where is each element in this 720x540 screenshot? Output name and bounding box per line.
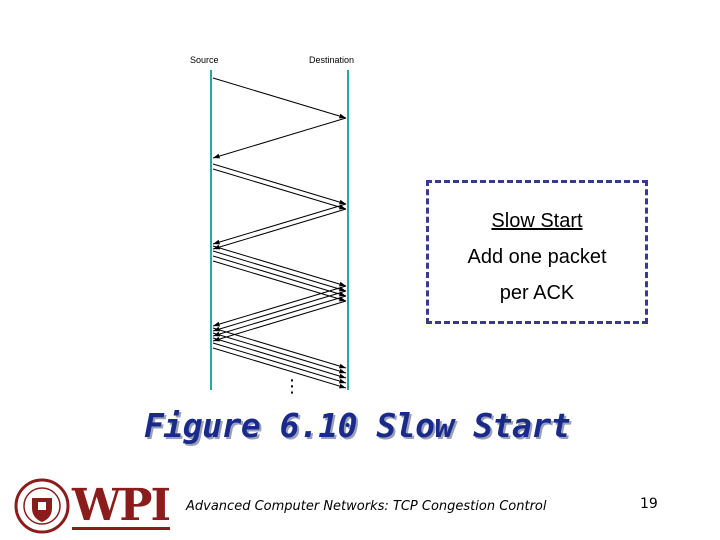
data-packet-arrow-head — [339, 113, 346, 119]
continuation-ellipsis: ⋮ — [283, 376, 301, 397]
data-packet-arrow — [212, 332, 347, 374]
data-packet-arrow — [212, 347, 347, 389]
ack-arrow-head — [213, 321, 220, 327]
ack-arrow — [212, 117, 347, 159]
wpi-wordmark: WPI — [72, 480, 171, 531]
wpi-seal-icon — [14, 478, 70, 534]
data-packet-arrow — [212, 342, 347, 384]
note-line-1: Add one packet — [467, 246, 607, 268]
destination-label: Destination — [309, 55, 355, 65]
ack-arrow — [212, 203, 347, 245]
data-packet-arrow — [212, 327, 347, 369]
data-packet-arrow-head — [339, 378, 346, 384]
data-packet-arrow-head — [339, 368, 346, 374]
data-packet-arrow-head — [339, 373, 346, 379]
data-packet-arrow-head — [339, 199, 346, 205]
footer-course-title: Advanced Computer Networks: TCP Congesti… — [186, 499, 547, 514]
data-packet-arrow-head — [339, 363, 346, 369]
data-packet-arrow — [212, 245, 347, 287]
data-packet-arrow — [212, 77, 347, 119]
page-number: 19 — [640, 496, 658, 512]
data-packet-arrow — [212, 260, 347, 302]
wpi-underline — [72, 527, 170, 530]
note-line-2: per ACK — [499, 282, 575, 304]
data-packet-arrow — [212, 250, 347, 292]
data-packet-arrow — [212, 337, 347, 379]
slow-start-note: Slow Start Add one packet per ACK — [426, 180, 648, 324]
ack-arrow — [212, 290, 347, 332]
data-packet-arrow-head — [339, 383, 346, 389]
packet-arrows — [212, 77, 347, 389]
ack-arrow — [212, 295, 347, 337]
slow-start-timeline-diagram: ⋮ — [210, 70, 349, 397]
wpi-logo: WPI — [14, 478, 171, 534]
data-packet-arrow — [212, 163, 347, 205]
note-title: Slow Start — [491, 210, 583, 232]
ack-arrow-head — [213, 239, 220, 245]
figure-title: Figure 6.10 Slow Start — [144, 406, 571, 445]
ack-arrow — [212, 300, 347, 342]
source-label: Source — [190, 55, 219, 65]
data-packet-arrow — [212, 168, 347, 210]
data-packet-arrow-head — [339, 281, 346, 287]
ack-arrow — [212, 208, 347, 250]
data-packet-arrow — [212, 255, 347, 297]
ack-arrow-head — [213, 153, 220, 159]
ack-arrow — [212, 285, 347, 327]
